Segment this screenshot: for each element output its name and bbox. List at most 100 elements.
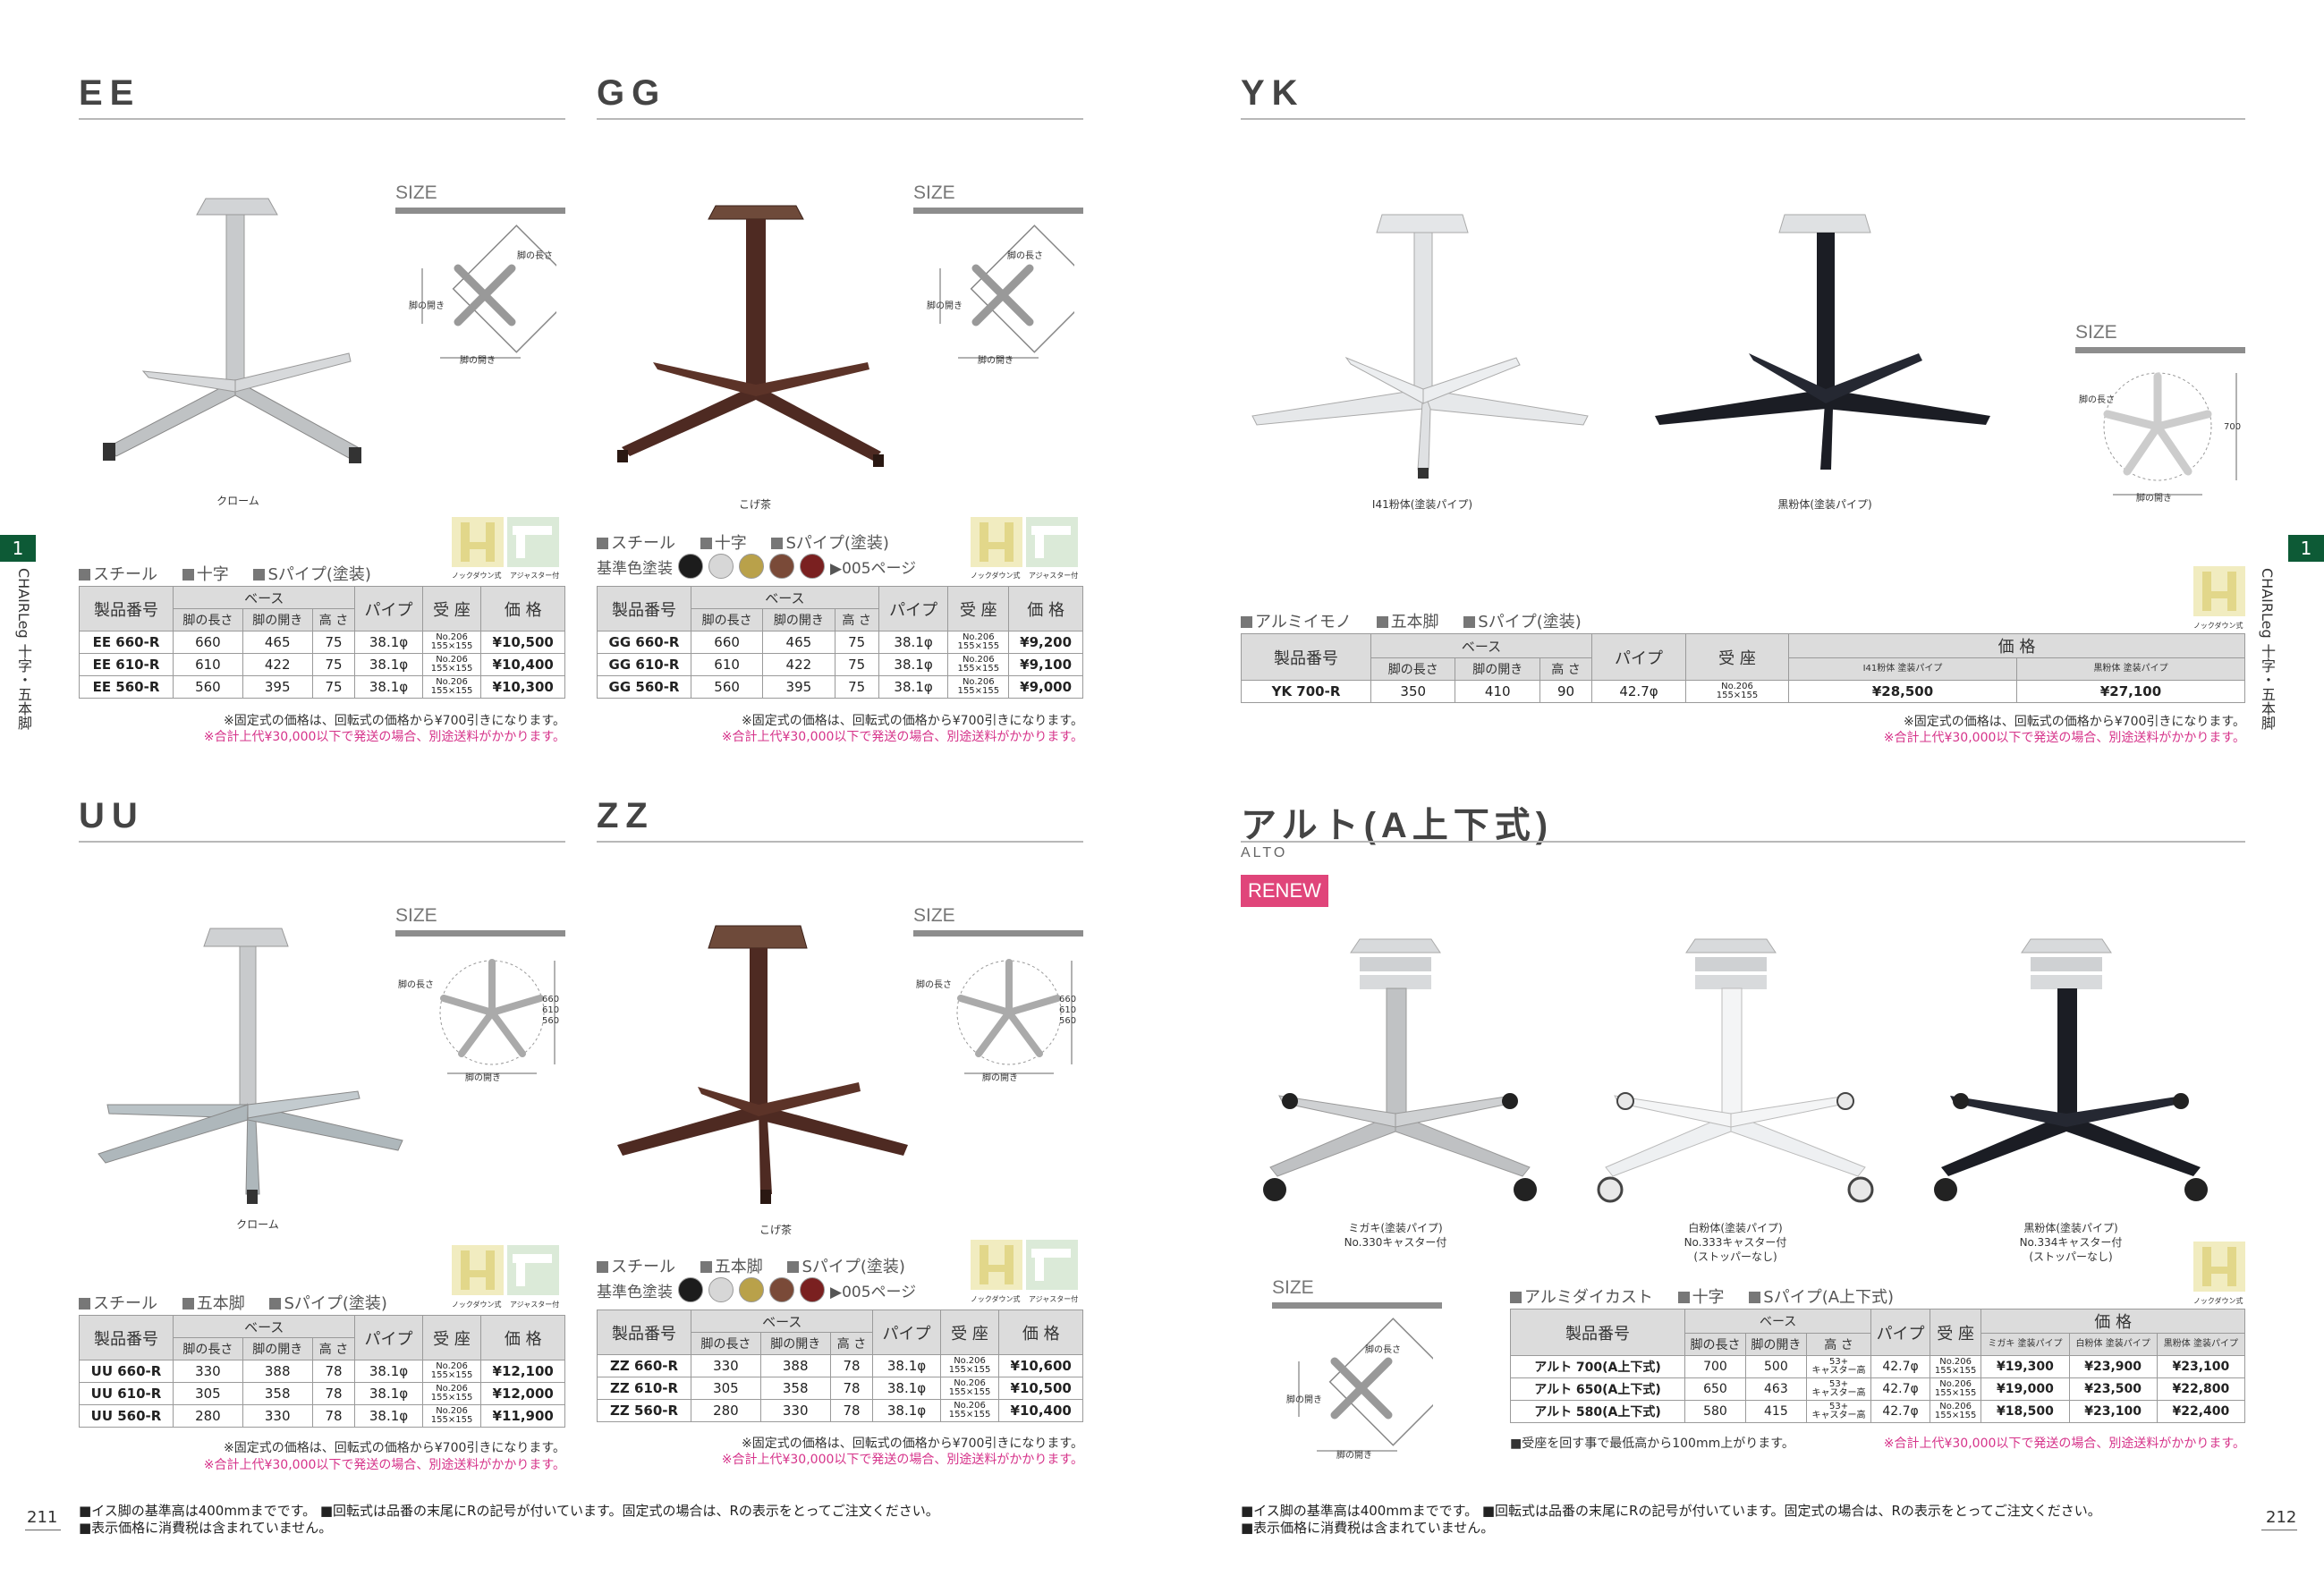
hdr-price-variant: 黒粉体 塗装パイプ — [2156, 1333, 2246, 1356]
swatch-red-brown[interactable] — [800, 1277, 825, 1302]
hdr-height: 高 さ — [834, 608, 879, 631]
color-label: 基準色塗装 — [597, 1283, 673, 1301]
size-bar — [395, 930, 565, 937]
hdr-open: 脚の開き — [1455, 657, 1540, 681]
cell: 38.1φ — [878, 675, 949, 699]
leg-open-label: 脚の開き — [1336, 1451, 1372, 1461]
product-image-ee — [103, 198, 361, 463]
tag: Sパイプ(塗装) — [771, 534, 889, 553]
cell: ¥9,100 — [1008, 653, 1083, 676]
note-shipping: ※合計上代¥30,000以下で発送の場合、別途送料がかかります。 — [1883, 1437, 2245, 1451]
cell: 38.1φ — [872, 1354, 941, 1377]
renew-badge: RENEW — [1241, 875, 1328, 907]
cell: 75 — [311, 675, 356, 699]
cell: 38.1φ — [878, 631, 949, 654]
swatch-gold[interactable] — [739, 554, 764, 579]
cell: 700 — [1684, 1355, 1746, 1378]
hdr-len: 脚の長さ — [173, 1337, 243, 1360]
cell: 38.1φ — [878, 653, 949, 676]
footer-note-right: ■イス脚の基準高は400mmまでです。 ■回転式は品番の末尾にRの記号が付いてい… — [1241, 1503, 2101, 1519]
page-number-left: 211 — [27, 1508, 58, 1527]
cell: 422 — [242, 653, 313, 676]
size-bar — [2075, 347, 2245, 353]
product-caption: クローム — [236, 1218, 279, 1231]
size-diagram-cross — [939, 225, 1074, 359]
tag: スチール — [597, 1258, 675, 1276]
color-label: 基準色塗装 — [597, 559, 673, 578]
leg-length-label: 脚の長さ — [398, 980, 434, 990]
section-title-zz: ZZ — [597, 796, 655, 835]
table-row: アルト 700(A上下式) 700 500 53+キャスター高 42.7φ No… — [1510, 1355, 2246, 1378]
cell: 358 — [242, 1382, 313, 1405]
chapter-text-jp: 十字・五本脚 — [2259, 643, 2276, 730]
note-shipping: ※合計上代¥30,000以下で発送の場合、別途送料がかかります。 — [203, 1458, 565, 1472]
leg-length-label: 脚の長さ — [2079, 395, 2115, 405]
knockdown-label: ノックダウン式 — [971, 572, 1021, 580]
swatch-gold[interactable] — [739, 1277, 764, 1302]
section-divider — [79, 841, 565, 843]
product-image-alto-polished — [1263, 938, 1537, 1201]
swatch-brown[interactable] — [769, 554, 794, 579]
swatch-brown[interactable] — [769, 1277, 794, 1302]
product-image-yk-white — [1251, 214, 1589, 479]
size-label: SIZE — [395, 905, 437, 926]
swatch-silver[interactable] — [708, 1277, 734, 1302]
tag: スチール — [597, 534, 675, 553]
cell: UU 610-R — [79, 1382, 174, 1405]
cell: 38.1φ — [354, 1404, 423, 1428]
cell: アルト 700(A上下式) — [1510, 1355, 1685, 1378]
cell: 358 — [759, 1377, 831, 1400]
note-shipping: ※合計上代¥30,000以下で発送の場合、別途送料がかかります。 — [203, 730, 565, 744]
cell: ¥11,900 — [480, 1404, 565, 1428]
page-ref-link[interactable]: ▶005ページ — [830, 1283, 917, 1301]
cell: 42.7φ — [1591, 680, 1686, 703]
page-number-right: 212 — [2266, 1508, 2297, 1527]
leg-open-label: 脚の開き — [1286, 1395, 1322, 1405]
cell: 42.7φ — [1870, 1400, 1930, 1423]
cell: 610 — [173, 653, 243, 676]
swatch-black[interactable] — [678, 554, 703, 579]
hdr-seat: 受 座 — [1685, 633, 1789, 681]
size-bar — [1272, 1302, 1442, 1309]
knockdown-icon — [2193, 1242, 2245, 1292]
cell: 560 — [690, 675, 764, 699]
product-image-zz — [617, 925, 908, 1204]
hdr-seat: 受 座 — [1929, 1309, 1982, 1356]
note-shipping: ※合計上代¥30,000以下で発送の場合、別途送料がかかります。 — [1883, 731, 2245, 745]
knockdown-icon — [971, 1240, 1022, 1290]
swatch-silver[interactable] — [708, 554, 734, 579]
cell: ¥9,200 — [1008, 631, 1083, 654]
product-caption: クローム — [216, 495, 259, 507]
knockdown-label: ノックダウン式 — [452, 1301, 502, 1309]
cell: 388 — [759, 1354, 831, 1377]
cell: 38.1φ — [354, 1382, 423, 1405]
cell: 78 — [311, 1360, 356, 1383]
chapter-tab-right: 1 — [2288, 535, 2324, 562]
spec-table-alto: 製品番号 ベース パイプ 受 座 価 格 脚の長さ 脚の開き 高 さ ミガキ 塗… — [1510, 1309, 2246, 1423]
hdr-base: ベース — [1370, 633, 1592, 658]
hdr-part: 製品番号 — [597, 1310, 691, 1355]
hdr-base: ベース — [691, 586, 879, 609]
hdr-len: 脚の長さ — [690, 608, 764, 631]
tag: 五本脚 — [182, 1294, 245, 1313]
swatch-black[interactable] — [678, 1277, 703, 1302]
page-ref-link[interactable]: ▶005ページ — [830, 559, 917, 578]
cell: 38.1φ — [354, 653, 423, 676]
cell: UU 560-R — [79, 1404, 174, 1428]
footer-note-right: ■表示価格に消費税は含まれていません。 — [1241, 1520, 1495, 1536]
product-image-yk-black — [1655, 214, 1990, 470]
swatch-red-brown[interactable] — [800, 554, 825, 579]
cell: ¥23,500 — [2068, 1377, 2158, 1401]
hdr-price: 価 格 — [998, 1310, 1083, 1355]
